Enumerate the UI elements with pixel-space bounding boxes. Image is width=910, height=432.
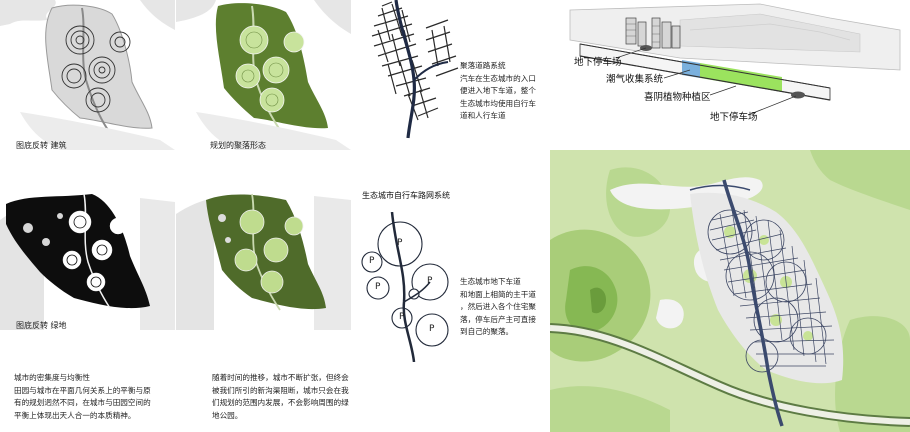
density-text: 城市的密集度与均衡性 田园与城市在平面几何关系上的平衡与原 有的规划迥然不同，在… — [14, 372, 151, 422]
parking-label: P — [427, 276, 433, 286]
cluster-growth-panel — [176, 180, 351, 330]
figure-ground-green-map — [0, 193, 175, 330]
road-system-line: 道和人行车道 — [460, 111, 506, 120]
section-label-parking-top: 地下停车场 — [574, 57, 622, 68]
parking-label: P — [399, 312, 405, 322]
bike-network-diagram — [361, 212, 449, 362]
parking-label: P — [375, 282, 381, 292]
road-system-line: 汽车在生态城市的入口 — [460, 73, 536, 83]
bike-network-line: ，然后进入各个住宅聚 — [460, 302, 536, 311]
road-system-line: 生态城市均使用自行车 — [460, 98, 536, 108]
growth-line: 地公园。 — [212, 410, 243, 420]
density-line: 平衡上体现出天人合一的本质精神。 — [14, 410, 136, 420]
bike-network-parking-labels: P P P P P P — [352, 212, 462, 362]
bike-network-line: 生态城市地下车道 — [460, 277, 521, 286]
bike-network-panel — [352, 212, 462, 362]
figure-ground-buildings-map — [0, 0, 175, 150]
bike-network-title: 生态城市自行车路网系统 — [362, 191, 450, 200]
growth-line: 们规划的范围内发展，不会影响周围的绿 — [212, 398, 349, 407]
parking-label: P — [397, 238, 403, 248]
underground-section-drawing — [569, 3, 901, 116]
figure-ground-green-panel — [0, 180, 175, 330]
figure-ground-green-caption: 图底反转 绿地 — [16, 321, 67, 330]
bike-network-line: 到自己的聚落。 — [460, 327, 514, 336]
density-title: 城市的密集度与均衡性 — [14, 373, 90, 382]
road-system-text: 聚落道路系统 汽车在生态城市的入口 便进入地下车道，整个 生态城市均使用自行车 … — [460, 60, 536, 123]
master-plan-drawing — [550, 150, 910, 432]
planned-cluster-caption: 规划的聚落形态 — [210, 141, 266, 150]
road-system-title: 聚落道路系统 — [460, 61, 506, 70]
section-diagram — [560, 0, 910, 140]
figure-ground-buildings-panel — [0, 0, 175, 150]
growth-line: 随着时间的推移，城市不断扩张，但终会 — [212, 373, 349, 382]
section-label-plants: 喜阴植物种植区 — [644, 92, 711, 103]
planned-cluster-panel — [176, 0, 351, 150]
bike-network-text: 生态城市地下车道 和地面上相简的主干道 ，然后进入各个住宅聚 落，停车后产主可直… — [460, 276, 536, 339]
parking-label: P — [369, 256, 375, 266]
cluster-growth-map — [176, 193, 351, 330]
density-line: 有的规划迥然不同，在城市与田园空间的 — [14, 398, 151, 407]
section-label-parking-bottom: 地下停车场 — [710, 112, 758, 123]
bike-network-line: 和地面上相简的主干道 — [460, 289, 536, 299]
planned-cluster-map — [176, 0, 351, 150]
density-line: 田园与城市在平面几何关系上的平衡与原 — [14, 385, 151, 395]
growth-line: 被我们所引的新沟渠阻断，城市只会在我 — [212, 385, 349, 395]
road-system-line: 便进入地下车道，整个 — [460, 86, 536, 95]
parking-label: P — [429, 324, 435, 334]
road-system-panel — [352, 0, 472, 150]
road-system-map — [371, 0, 459, 139]
bike-network-line: 落，停车后产主可直接 — [460, 314, 536, 324]
master-plan-map — [550, 150, 910, 432]
section-label-gas: 潮气收集系统 — [606, 74, 664, 85]
growth-text: 随着时间的推移，城市不断扩张，但终会 被我们所引的新沟渠阻断，城市只会在我 们规… — [212, 372, 349, 422]
figure-ground-buildings-caption: 图底反转 建筑 — [16, 141, 67, 150]
